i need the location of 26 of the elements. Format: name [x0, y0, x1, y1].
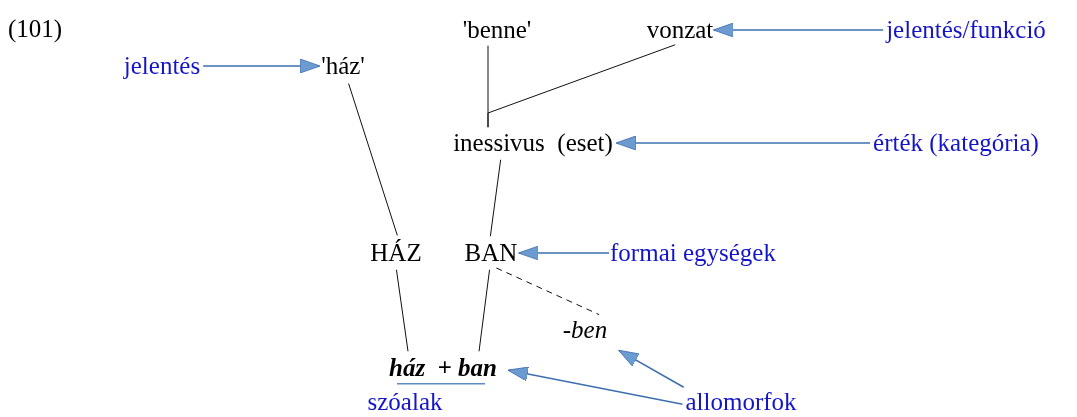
morpheme-label: ház + ban — [389, 354, 497, 382]
arrow — [518, 245, 610, 261]
arrow — [712, 22, 884, 38]
annotation-label: allomorfok — [685, 388, 797, 416]
annotation-label: formai egységek — [610, 239, 776, 267]
connector-line — [395, 269, 409, 352]
annotation-label: szóalak — [367, 388, 443, 416]
connector-line — [487, 44, 676, 128]
annotation-label: jelentés/funkció — [886, 16, 1046, 44]
annotation-label: jelentés — [123, 52, 201, 80]
morpheme-label: inessivus (eset) — [453, 129, 613, 157]
morpheme-label: vonzat — [646, 16, 714, 44]
morpheme-label: 'ház' — [321, 52, 365, 80]
connector-line — [495, 267, 600, 316]
connector-line — [478, 269, 491, 352]
arrow — [202, 58, 321, 74]
morpheme-label: HÁZ — [370, 239, 422, 267]
connector-line — [348, 83, 398, 236]
morpheme-label: -ben — [562, 316, 608, 344]
morpheme-label: 'benne' — [462, 16, 532, 44]
arrow — [618, 349, 685, 388]
morpheme-label: BAN — [464, 239, 518, 267]
arrow — [507, 366, 684, 405]
example-number: (101) — [8, 15, 63, 43]
annotation-label: érték (kategória) — [873, 129, 1039, 157]
connector-line — [489, 159, 502, 237]
